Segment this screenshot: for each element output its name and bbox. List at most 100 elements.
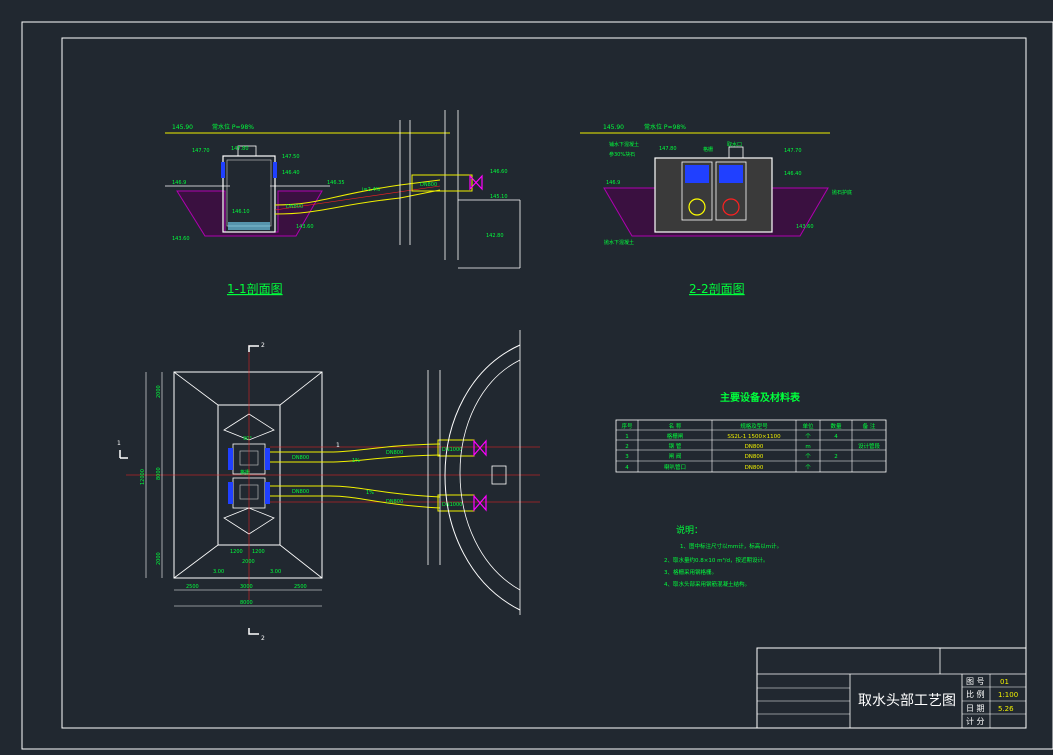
elevation-label: 146.9 xyxy=(606,180,620,186)
title-block-label: 比 例 xyxy=(966,689,985,699)
elevation-label: 146.40 xyxy=(282,170,300,176)
annotation: 抛水下混凝土 xyxy=(604,239,634,246)
pipe-label: DN800 xyxy=(292,455,309,461)
wet-well xyxy=(491,465,507,485)
table-cell: DN800 xyxy=(745,465,764,471)
pipe-label: DN1000 xyxy=(442,502,462,508)
elevation-label: 147.70 xyxy=(192,148,210,154)
valve-icon xyxy=(469,174,483,191)
table-header-cell: 单位 xyxy=(802,422,814,430)
slope-line xyxy=(173,371,219,406)
pipe-label: DN800 xyxy=(386,499,403,505)
elevation-label: 147.80 xyxy=(659,146,677,152)
slope-label: 1% xyxy=(352,458,360,464)
pipe-top-edge xyxy=(270,443,441,453)
plan-view: 90° 格栅 DN800 DN800 DN800 DN800 DN1000 DN… xyxy=(117,330,540,642)
angle-label: 90° xyxy=(243,436,252,442)
pipe-bottom-edge xyxy=(270,495,441,509)
dimension-label: 8000 xyxy=(240,600,253,606)
table-cell: DN800 xyxy=(745,444,764,450)
dimension-label: 1200 xyxy=(252,549,265,555)
table-header-cell: 备 注 xyxy=(863,422,876,430)
section-2-2: 145.90 常水位 P=98% 铺水下混凝土 参30%块石 格栅 取水口 抛石… xyxy=(580,123,852,296)
screen xyxy=(265,482,270,504)
table-header-cell: 数量 xyxy=(830,422,842,430)
dimension-label: 2000 xyxy=(156,385,162,398)
title-block-label: 图 号 xyxy=(966,677,985,686)
section-2-title: 2-2剖面图 xyxy=(689,282,745,296)
dimension-label: 3.00 xyxy=(213,569,224,575)
outer-border xyxy=(21,21,1053,750)
water-level-label: 常水位 P=98% xyxy=(644,123,686,131)
table-cell: 设计管段 xyxy=(858,442,881,450)
chamber-left xyxy=(681,161,713,221)
table-cell: 喇叭管口 xyxy=(664,463,686,471)
elevation-label: 146.9 xyxy=(172,180,186,186)
pipe-segment xyxy=(411,174,473,192)
dimension-label: 12000 xyxy=(140,469,146,485)
screen-right xyxy=(273,162,277,178)
elevation-label: 146.40 xyxy=(784,171,802,177)
annotation: 抛石护底 xyxy=(832,189,852,196)
section-mark-label: 2 xyxy=(261,342,265,349)
pipe-opening xyxy=(722,198,740,216)
elevation-label: 147.80 xyxy=(231,146,249,152)
table-cell: 4 xyxy=(834,434,838,440)
table-cell: 个 xyxy=(805,433,811,440)
section-marker-2 xyxy=(248,628,259,635)
intake-box xyxy=(222,155,276,233)
dimension-label: 8000 xyxy=(156,467,162,480)
note-item: 3、格栅采用钢格栅。 xyxy=(664,568,717,576)
screen-right xyxy=(719,165,743,183)
pipe-opening xyxy=(688,198,706,216)
title-block-value: 1:100 xyxy=(998,691,1018,699)
screen-left xyxy=(685,165,709,183)
table-cell: 2 xyxy=(625,444,629,450)
elevation-label: 147.70 xyxy=(784,148,802,154)
dimension-label: 2500 xyxy=(294,584,307,590)
valve-icon xyxy=(473,439,487,457)
annotation: 铺水下混凝土 xyxy=(609,141,639,148)
chamber-diamond xyxy=(223,507,275,535)
pipe-label: DN800 xyxy=(286,204,303,210)
table-cell: 钢 管 xyxy=(669,442,682,450)
section-mark-label: 1 xyxy=(117,440,121,447)
top-cap xyxy=(237,145,257,157)
table-cell: 1 xyxy=(625,434,629,440)
elevation-label: 145.90 xyxy=(603,124,624,131)
table-header-cell: 规格及型号 xyxy=(740,422,768,430)
section-1-title: 1-1剖面图 xyxy=(227,282,283,296)
notes: 说明： 1、图中标注尺寸以mm计，标高以m计。 2、取水量约0.8×10 m³/… xyxy=(664,524,782,588)
pipe-label: DN800 xyxy=(386,450,403,456)
title-block-label: 计 分 xyxy=(966,716,985,726)
elevation-label: 145.10 xyxy=(490,194,508,200)
note-item: 2、取水量约0.8×10 m³/d，按近期设计。 xyxy=(664,556,769,564)
intake-inner xyxy=(226,159,272,227)
dimension-label: 2000 xyxy=(156,552,162,565)
slope-label: 1% xyxy=(366,490,374,496)
top-cap xyxy=(728,146,744,159)
valve-icon xyxy=(473,494,487,512)
chamber-diamond xyxy=(223,413,275,441)
screen xyxy=(228,448,233,470)
elevation-label: 146.10 xyxy=(232,209,250,215)
dimension-label: 2000 xyxy=(242,559,255,565)
inner-border xyxy=(61,37,1027,729)
pipe-top-edge xyxy=(270,454,441,463)
screen-label: 格栅 xyxy=(240,469,250,476)
slope-line xyxy=(279,371,323,406)
section-mark-label: 1 xyxy=(336,442,340,449)
dimension-label: 3.00 xyxy=(270,569,281,575)
chamber-right xyxy=(715,161,747,221)
notes-title: 说明： xyxy=(676,524,703,536)
intake-box xyxy=(654,157,773,233)
dimension-label: 3000 xyxy=(240,584,253,590)
screen xyxy=(265,448,270,470)
elevation-label: 143.60 xyxy=(172,236,190,242)
section-mark-label: 2 xyxy=(261,635,265,642)
screen xyxy=(228,482,233,504)
